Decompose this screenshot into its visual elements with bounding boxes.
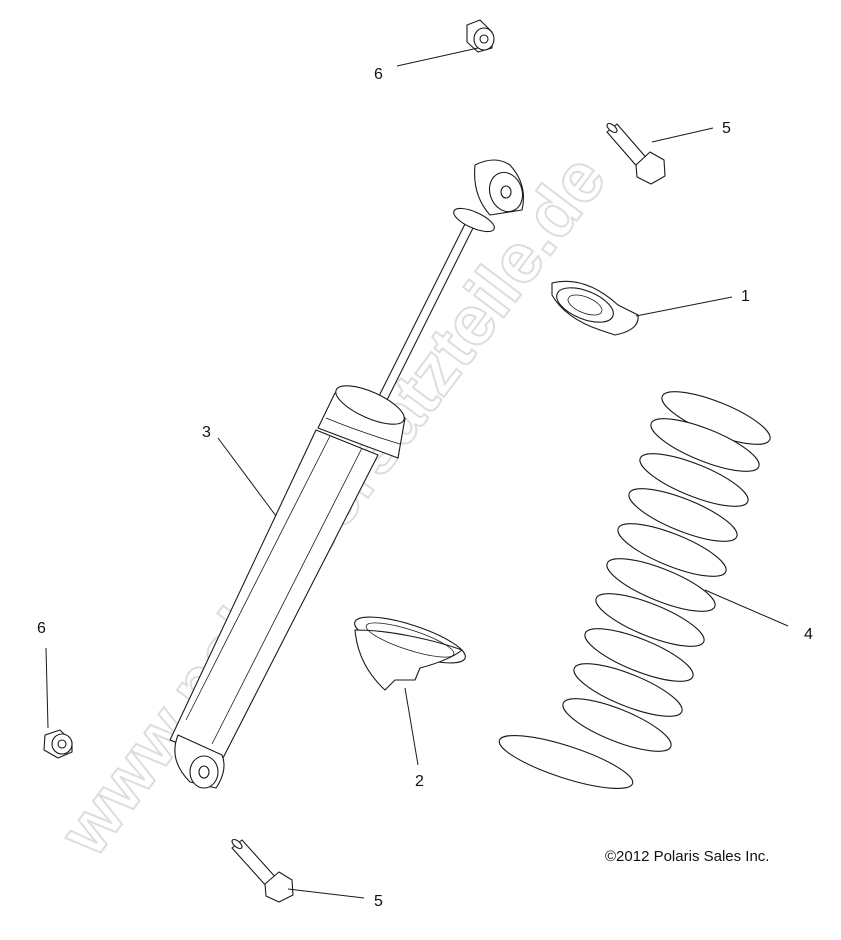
callout-5-bottom: 5 bbox=[374, 893, 383, 910]
coil-spring bbox=[498, 391, 771, 789]
callout-5-top: 5 bbox=[722, 120, 731, 137]
callout-2: 2 bbox=[415, 773, 424, 790]
callout-3: 3 bbox=[202, 424, 211, 441]
spring-retainer bbox=[551, 280, 639, 336]
bolt-top bbox=[606, 122, 666, 185]
callout-1: 1 bbox=[741, 288, 750, 305]
callout-6-left: 6 bbox=[37, 620, 46, 637]
callout-6-top: 6 bbox=[374, 66, 383, 83]
shock-absorber bbox=[169, 159, 525, 789]
spring-seat bbox=[354, 616, 466, 691]
callout-4: 4 bbox=[804, 626, 813, 643]
leader-lines bbox=[45, 47, 789, 899]
bushing-top bbox=[466, 19, 495, 53]
copyright-notice: ©2012 Polaris Sales Inc. bbox=[605, 848, 770, 865]
bushing-left bbox=[43, 729, 73, 759]
bolt-bottom bbox=[231, 838, 294, 903]
